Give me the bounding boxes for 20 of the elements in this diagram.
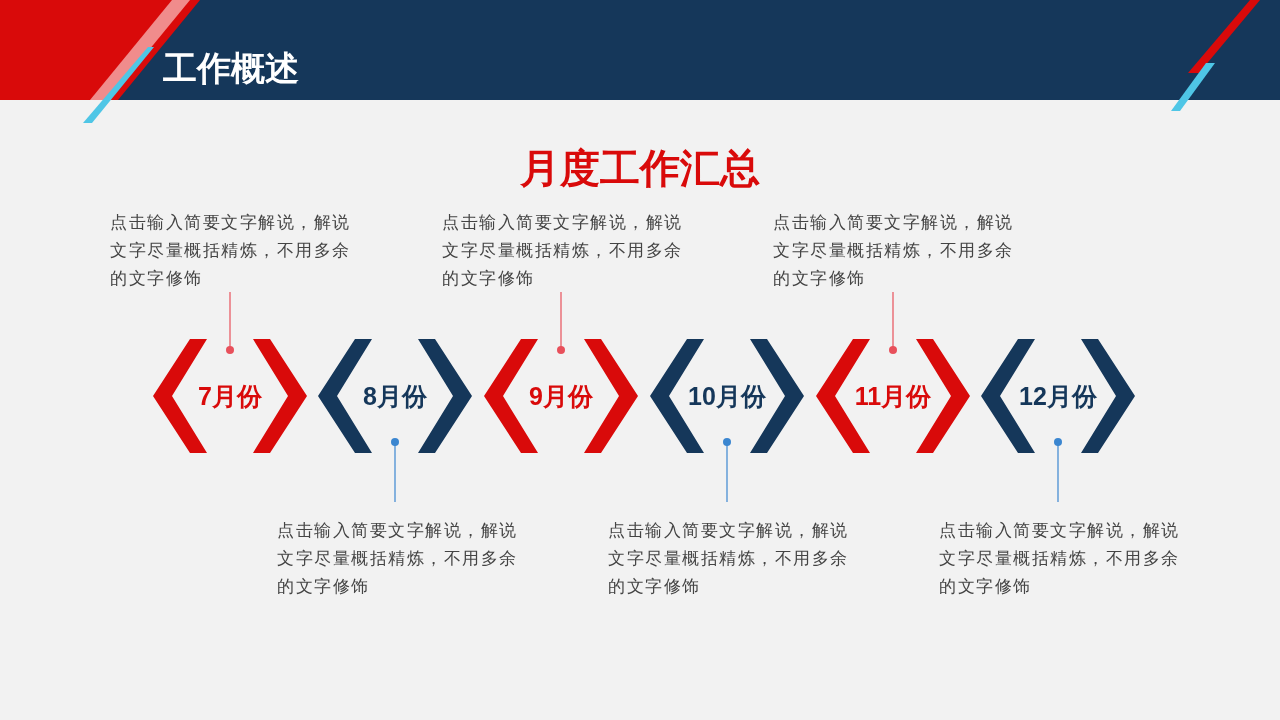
page-title: 工作概述 — [163, 47, 299, 90]
description-text: 点击输入简要文字解说，解说文字尽量概括精炼，不用多余的文字修饰 — [773, 208, 1023, 292]
description-text: 点击输入简要文字解说，解说文字尽量概括精炼，不用多余的文字修饰 — [939, 516, 1189, 600]
description-text: 点击输入简要文字解说，解说文字尽量概括精炼，不用多余的文字修饰 — [442, 208, 692, 292]
month-label: 8月份 — [362, 381, 428, 412]
leader-line — [226, 291, 234, 354]
leader-line — [1054, 438, 1062, 503]
month-label: 7月份 — [197, 381, 263, 412]
leader-line — [557, 291, 565, 354]
description-text: 点击输入简要文字解说，解说文字尽量概括精炼，不用多余的文字修饰 — [608, 516, 858, 600]
description-text: 点击输入简要文字解说，解说文字尽量概括精炼，不用多余的文字修饰 — [277, 516, 527, 600]
month-label: 11月份 — [853, 381, 933, 412]
leader-line — [723, 438, 731, 503]
month-label: 10月份 — [687, 381, 767, 412]
leader-line — [391, 438, 399, 503]
section-heading: 月度工作汇总 — [519, 144, 761, 193]
description-text: 点击输入简要文字解说，解说文字尽量概括精炼，不用多余的文字修饰 — [110, 208, 360, 292]
month-label: 12月份 — [1018, 381, 1098, 412]
leader-line — [889, 291, 897, 354]
month-label: 9月份 — [528, 381, 594, 412]
